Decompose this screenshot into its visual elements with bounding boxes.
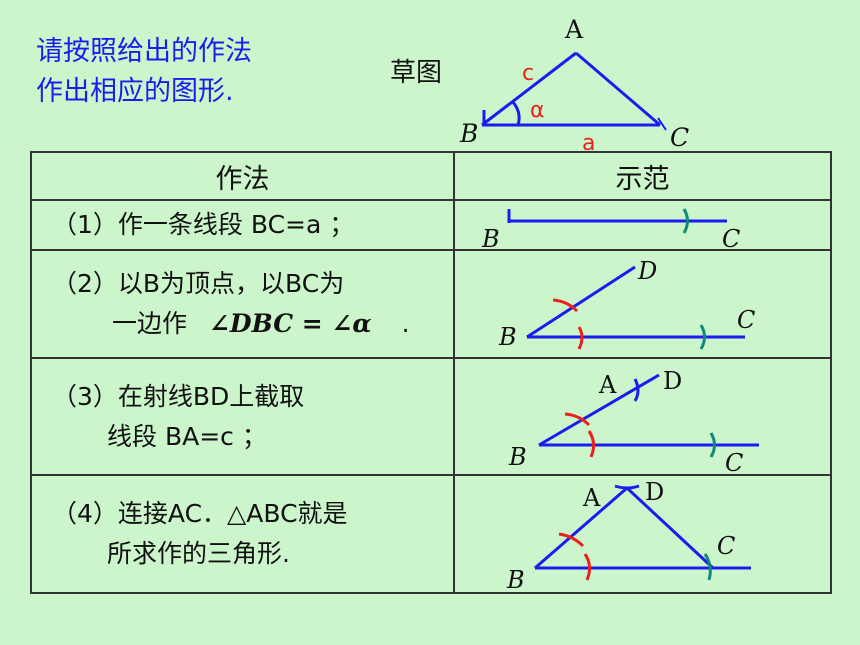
step-4-diagram: B C A D (506, 478, 751, 592)
label-d: D (637, 257, 657, 285)
sketch-side-ab (481, 51, 577, 127)
step-3-figure: B C A D (453, 357, 832, 476)
table-row: （2）以B为顶点，以BC为 一边作 ∠DBC = ∠α . B C D (30, 249, 832, 359)
label-a: A (598, 371, 617, 399)
header-demo: 示范 (453, 151, 832, 201)
step-2-tail: . (401, 309, 410, 338)
step-3-diagram: B C A D (508, 367, 759, 474)
arc-angle-red (577, 326, 584, 350)
table-row: （3）在射线BD上截取 线段 BA=c ； B C A D (30, 357, 832, 476)
label-d: D (663, 367, 682, 395)
label-a: A (582, 484, 601, 512)
sketch-side-ac (575, 51, 661, 127)
arc-c (703, 553, 712, 581)
arc-a (633, 378, 640, 402)
sketch-label: 草图 (390, 58, 443, 88)
intro-line-2: 作出相应的图形. (36, 76, 234, 107)
sketch-vertex-a: A (564, 15, 584, 44)
table-header-row: 作法 示范 (30, 151, 832, 201)
step-2-line-2: 一边作 (112, 309, 188, 338)
ray-bd (534, 486, 628, 570)
step-3-line-1: （3）在射线BD上截取 (52, 381, 305, 411)
step-2-diagram: B C D (498, 257, 755, 351)
step-1-diagram: B C (481, 208, 740, 249)
step-2-formula: ∠DBC = ∠α (208, 309, 372, 338)
arc-a (614, 484, 640, 490)
step-3-text: （3）在射线BD上截取 线段 BA=c ； (30, 357, 455, 476)
sketch-side-a-label: a (582, 131, 595, 150)
ray-bd (526, 265, 636, 339)
arc-cross-red (564, 412, 591, 427)
arc-cross-red (558, 532, 585, 548)
step-4-line-2: 所求作的三角形. (107, 539, 290, 568)
sketch-triangle: A B C c α a (459, 15, 689, 150)
table-row: （4）连接AC．△ABC就是 所求作的三角形. B C A D (30, 474, 832, 594)
step-1-figure: B C (453, 199, 832, 251)
sketch-angle-label: α (530, 98, 545, 123)
sketch-tick-c (657, 117, 667, 131)
step-4-text: （4）连接AC．△ABC就是 所求作的三角形. (30, 474, 455, 594)
step-3-line-2: 线段 BA=c ； (107, 421, 267, 451)
label-c: C (717, 532, 735, 560)
arc-c (699, 324, 706, 350)
header-method: 作法 (30, 151, 455, 201)
label-b: B (508, 443, 527, 471)
label-b: B (481, 225, 500, 249)
construction-table: 作法 示范 （1）作一条线段 BC=a ； B C （2）以B为顶点，以BC为 … (30, 151, 832, 594)
arc-c (682, 208, 689, 234)
step-1-text: （1）作一条线段 BC=a ； (30, 199, 455, 251)
label-b: B (506, 566, 525, 592)
intro-text: 请按照给出的作法 作出相应的图形. (36, 32, 252, 112)
label-b: B (498, 323, 517, 351)
arc-angle-red (587, 430, 596, 458)
step-2-line-1: （2）以B为顶点，以BC为 (52, 269, 345, 298)
sketch-side-c-label: c (522, 61, 534, 86)
step-4-figure: B C A D (453, 474, 832, 594)
label-c: C (737, 306, 755, 334)
step-2-figure: B C D (453, 249, 832, 359)
sketch-angle-arc (510, 99, 521, 126)
table-row: （1）作一条线段 BC=a ； B C (30, 199, 832, 251)
arc-angle-red (583, 553, 592, 581)
arc-cross-red (552, 298, 579, 313)
sketch-vertex-c: C (670, 123, 689, 150)
label-d: D (645, 478, 664, 506)
step-2-text: （2）以B为顶点，以BC为 一边作 ∠DBC = ∠α . (30, 249, 455, 359)
step-4-line-1: （4）连接AC．△ABC就是 (52, 499, 348, 528)
step-1-line-1: （1）作一条线段 BC=a ； (52, 210, 355, 239)
label-c: C (725, 449, 743, 474)
intro-line-1: 请按照给出的作法 (36, 36, 252, 67)
segment-ac (625, 486, 715, 570)
sketch-vertex-b: B (459, 119, 478, 148)
label-c: C (722, 225, 740, 249)
arc-c (709, 432, 716, 458)
